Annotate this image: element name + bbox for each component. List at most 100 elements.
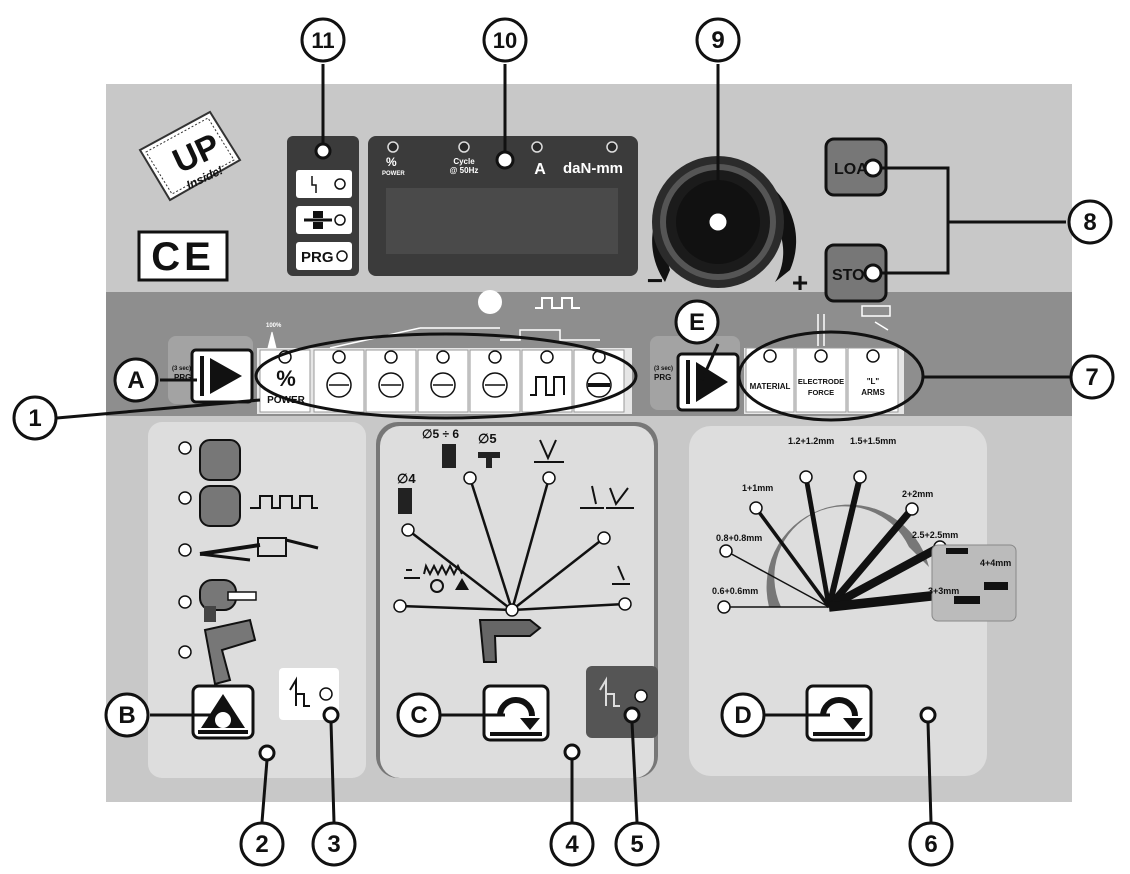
- param-cell-7[interactable]: [573, 349, 625, 413]
- button-c[interactable]: [482, 684, 550, 742]
- strip-prg-left: PRG: [174, 373, 191, 382]
- callout-5: 5: [614, 821, 660, 867]
- param-cell-4[interactable]: [417, 349, 469, 413]
- led-power: [387, 141, 399, 153]
- mode-button-spot[interactable]: [296, 170, 352, 198]
- callout-2: 2: [239, 821, 285, 867]
- button-b[interactable]: [191, 684, 255, 740]
- panel-c-led-2: [401, 523, 415, 537]
- param-power: POWER: [267, 395, 306, 406]
- panel-d-led-2: [719, 544, 733, 558]
- thick-6: 2.5+2.5mm: [912, 530, 958, 540]
- callout-1: 1: [12, 395, 58, 441]
- key-d: D: [720, 692, 766, 738]
- panel-b-clamp-icon-1: [199, 439, 241, 481]
- panel-c-inner: [380, 426, 654, 778]
- thick-1: 1.2+1.2mm: [788, 436, 834, 446]
- param-electrode-line1: ELECTRODE: [798, 377, 844, 386]
- param-material[interactable]: MATERIAL: [745, 347, 795, 413]
- display-power-symbol: %: [386, 155, 397, 169]
- mode-button-clamp[interactable]: [296, 206, 352, 234]
- callout-label-5: 5: [630, 831, 643, 858]
- button-3-toggle[interactable]: [279, 668, 339, 720]
- strip-sec-right: (3 sec): [654, 366, 673, 372]
- callout-label-9: 9: [711, 27, 724, 54]
- panel-c-led-4: [542, 471, 556, 485]
- button-5-toggle[interactable]: [599, 676, 648, 707]
- store-label: STO: [832, 267, 865, 284]
- callout-4: 4: [549, 821, 595, 867]
- callout-label-4: 4: [565, 831, 579, 858]
- store-button[interactable]: STO: [824, 243, 888, 303]
- panel-b-spot-gun: [203, 618, 257, 686]
- param-icon-5: [482, 372, 508, 398]
- param-arms-line2: ARMS: [861, 388, 885, 397]
- key-c: C: [396, 692, 442, 738]
- panel-b-plier-gun: [199, 537, 319, 562]
- param-material-label: MATERIAL: [750, 382, 791, 391]
- mode-button-prg[interactable]: PRG: [296, 242, 352, 270]
- panel-c-hub: [505, 603, 519, 617]
- param-icon-7: [586, 372, 612, 398]
- param-cell-5[interactable]: [469, 349, 521, 413]
- key-a: A: [113, 357, 159, 403]
- callout-6: 6: [908, 821, 954, 867]
- panel-b-clamp-icon-2: [199, 485, 241, 527]
- param-led-2: [332, 350, 346, 364]
- panel-c-electrodes: [398, 439, 634, 663]
- param-icon-3: [378, 372, 404, 398]
- button-d[interactable]: [805, 684, 873, 742]
- callout-10: 10: [482, 17, 528, 63]
- panel-d-led-4: [799, 470, 813, 484]
- led-amps: [531, 141, 543, 153]
- key-label-e: E: [689, 309, 705, 336]
- param-icon-2: [326, 372, 352, 398]
- knob-minus: −: [647, 265, 663, 296]
- param-electrode-line2: FORCE: [808, 388, 834, 397]
- thick-4: 2+2mm: [902, 489, 933, 499]
- ce-mark-box: [137, 230, 229, 282]
- key-label-b: B: [118, 702, 135, 729]
- display-cycle-line1: Cycle: [453, 157, 475, 166]
- callout-label-6: 6: [924, 831, 937, 858]
- callout-label-8: 8: [1083, 209, 1096, 236]
- callout-7: 7: [1069, 354, 1115, 400]
- panel-b-clamp-gun: [199, 579, 257, 622]
- panel-c-led-5: [597, 531, 611, 545]
- strip-graph-marks: 100%: [266, 290, 891, 349]
- key-b: B: [104, 692, 150, 738]
- param-pct: %: [276, 366, 296, 391]
- param-icon-4: [430, 372, 456, 398]
- adjustment-knob[interactable]: [652, 156, 797, 288]
- panel-d-led-3: [749, 501, 763, 515]
- key-label-d: D: [734, 702, 751, 729]
- select-left-button[interactable]: [190, 348, 254, 404]
- panel-c-led-1: [393, 599, 407, 613]
- thick-7: 4+4mm: [980, 558, 1011, 568]
- thick-3: 1+1mm: [742, 483, 773, 493]
- callout-label-3: 3: [327, 831, 340, 858]
- param-led-5: [488, 350, 502, 364]
- callout-label-10: 10: [493, 28, 517, 53]
- strip-sec-left: (3 sec): [172, 366, 191, 372]
- key-label-a: A: [127, 367, 144, 394]
- param-icon-pulse: [530, 376, 565, 396]
- param-cell-3[interactable]: [365, 349, 417, 413]
- param-led-3: [384, 350, 398, 364]
- panel-c-led-3: [463, 471, 477, 485]
- callout-label-1: 1: [28, 405, 41, 432]
- display-cycle-line2: @ 50Hz: [450, 166, 479, 175]
- panel-b-square-wave: [250, 495, 318, 509]
- select-right-button[interactable]: [676, 352, 740, 412]
- param-cell-2[interactable]: [313, 349, 365, 413]
- mode-prg-led: [336, 250, 348, 262]
- param-l-arms[interactable]: "L" ARMS: [847, 347, 899, 413]
- param-cell-6[interactable]: [521, 349, 573, 413]
- thick-8: 0.6+0.6mm: [712, 586, 758, 596]
- mode-prg-label: PRG: [301, 249, 334, 266]
- panel-c-corner: [586, 666, 658, 738]
- param-electrode-force[interactable]: ELECTRODE FORCE: [795, 347, 847, 413]
- panel-d-thickness-labels: 1.2+1.2mm 1.5+1.5mm 1+1mm 2+2mm 0.8+0.8m…: [712, 436, 1011, 596]
- mode-clamp-led: [334, 214, 346, 226]
- callout-8: 8: [1067, 199, 1113, 245]
